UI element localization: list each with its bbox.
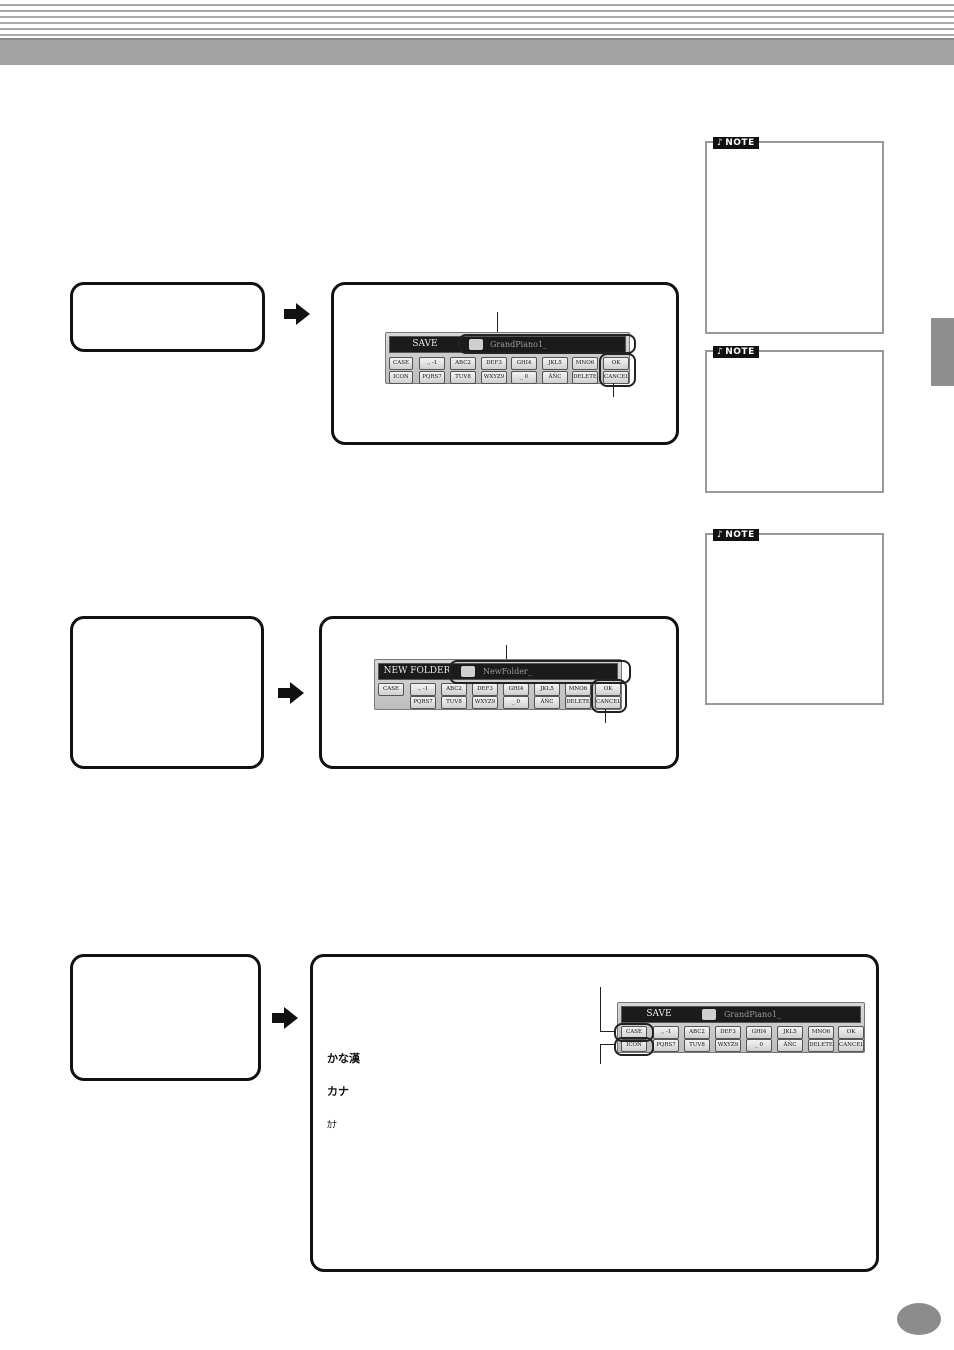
callout-line	[506, 645, 507, 659]
key-case[interactable]: CASE	[378, 683, 404, 696]
callout-line	[613, 383, 614, 397]
key-3[interactable]: DEF3	[472, 683, 498, 696]
callout-line	[497, 312, 498, 334]
key-4[interactable]: GHI4	[746, 1026, 772, 1039]
arrow-icon	[278, 682, 304, 704]
key-8[interactable]: TUV8	[684, 1039, 710, 1052]
panel-title: NEW FOLDER	[383, 666, 451, 676]
folder-icon[interactable]	[461, 666, 475, 677]
key-3[interactable]: DEF3	[715, 1026, 741, 1039]
title-bar: SAVE GrandPiano1_	[621, 1006, 861, 1023]
step-box-2	[70, 616, 264, 769]
callout-line	[605, 709, 606, 723]
callout-line	[600, 987, 601, 1031]
callout-line	[600, 1044, 616, 1045]
callout-line	[600, 1044, 601, 1064]
highlight-ring	[449, 660, 631, 684]
character-entry-panel: SAVE GrandPiano1_ CASE ., -1 ABC2 DEF3 G…	[617, 1002, 865, 1053]
key-9[interactable]: WXYZ9	[715, 1039, 741, 1052]
note-box-2: ♪NOTE	[705, 346, 884, 493]
key-icon[interactable]: ICON	[621, 1039, 647, 1052]
key-icon[interactable]: ICON	[389, 371, 413, 384]
highlight-ring	[591, 679, 627, 713]
case-mode-katakana: カナ	[327, 1085, 349, 1098]
key-0[interactable]: _ 0	[511, 371, 537, 384]
note-box-3: ♪NOTE	[705, 529, 884, 705]
name-field[interactable]: GrandPiano1_	[724, 1010, 782, 1019]
key-9[interactable]: WXYZ9	[481, 371, 507, 384]
key-accent[interactable]: ÄÑC	[534, 696, 560, 709]
ok-button[interactable]: OK	[603, 357, 629, 370]
key-5[interactable]: JKL5	[542, 357, 568, 370]
highlight-ring	[614, 1037, 654, 1056]
key-6[interactable]: MNO6	[565, 683, 591, 696]
highlight-ring	[458, 334, 636, 354]
key-1[interactable]: ., -1	[410, 683, 436, 696]
key-accent[interactable]: ÄÑC	[542, 371, 568, 384]
key-2[interactable]: ABC2	[441, 683, 467, 696]
title-bar: NEW FOLDER NewFolder_	[378, 663, 618, 680]
arrow-icon	[284, 303, 310, 325]
key-7[interactable]: PQRS7	[653, 1039, 679, 1052]
note-tag: ♪NOTE	[713, 529, 759, 541]
key-3[interactable]: DEF3	[481, 357, 507, 370]
key-1[interactable]: ., -1	[653, 1026, 679, 1039]
key-7[interactable]: PQRS7	[419, 371, 445, 384]
key-5[interactable]: JKL5	[534, 683, 560, 696]
highlight-ring	[614, 1023, 654, 1042]
key-2[interactable]: ABC2	[684, 1026, 710, 1039]
step-box-3	[70, 954, 261, 1081]
delete-button[interactable]: DELETE	[572, 371, 598, 384]
header-stripes	[0, 0, 954, 36]
page-number-badge	[897, 1303, 941, 1335]
delete-button[interactable]: DELETE	[565, 696, 591, 709]
key-5[interactable]: JKL5	[777, 1026, 803, 1039]
key-0[interactable]: _ 0	[503, 696, 529, 709]
cancel-button[interactable]: CANCEL	[603, 371, 629, 384]
key-2[interactable]: ABC2	[450, 357, 476, 370]
key-8[interactable]: TUV8	[450, 371, 476, 384]
file-icon[interactable]	[469, 339, 483, 350]
ok-button[interactable]: OK	[838, 1026, 864, 1039]
key-case[interactable]: CASE	[389, 357, 413, 370]
file-icon[interactable]	[702, 1009, 716, 1020]
key-0[interactable]: _ 0	[746, 1039, 772, 1052]
cancel-button[interactable]: CANCEL	[838, 1039, 864, 1052]
key-4[interactable]: GHI4	[511, 357, 537, 370]
key-1[interactable]: ., -1	[419, 357, 445, 370]
key-4[interactable]: GHI4	[503, 683, 529, 696]
delete-button[interactable]: DELETE	[808, 1039, 834, 1052]
highlight-ring	[599, 353, 636, 387]
callout-line	[600, 1031, 616, 1032]
panel-title: SAVE	[412, 339, 438, 349]
chapter-tab	[931, 318, 954, 386]
key-accent[interactable]: ÄÑC	[777, 1039, 803, 1052]
header-band	[0, 38, 954, 65]
arrow-icon	[272, 1007, 298, 1029]
name-field[interactable]: GrandPiano1_	[490, 340, 548, 349]
key-8[interactable]: TUV8	[441, 696, 467, 709]
panel-title: SAVE	[646, 1009, 672, 1019]
key-7[interactable]: PQRS7	[410, 696, 436, 709]
note-tag: ♪NOTE	[713, 137, 759, 149]
key-6[interactable]: MNO6	[808, 1026, 834, 1039]
step-box-1	[70, 282, 265, 352]
new-folder-panel: NEW FOLDER NewFolder_ CASE ., -1 ABC2 DE…	[374, 659, 622, 710]
cancel-button[interactable]: CANCEL	[595, 696, 621, 709]
case-mode-kanji: かな漢	[327, 1052, 360, 1065]
case-mode-halfwidth-katakana: ｶﾅ	[327, 1120, 337, 1131]
note-tag: ♪NOTE	[713, 346, 759, 358]
key-6[interactable]: MNO6	[572, 357, 598, 370]
name-field[interactable]: NewFolder_	[483, 667, 532, 676]
key-9[interactable]: WXYZ9	[472, 696, 498, 709]
note-box-1: ♪NOTE	[705, 137, 884, 334]
